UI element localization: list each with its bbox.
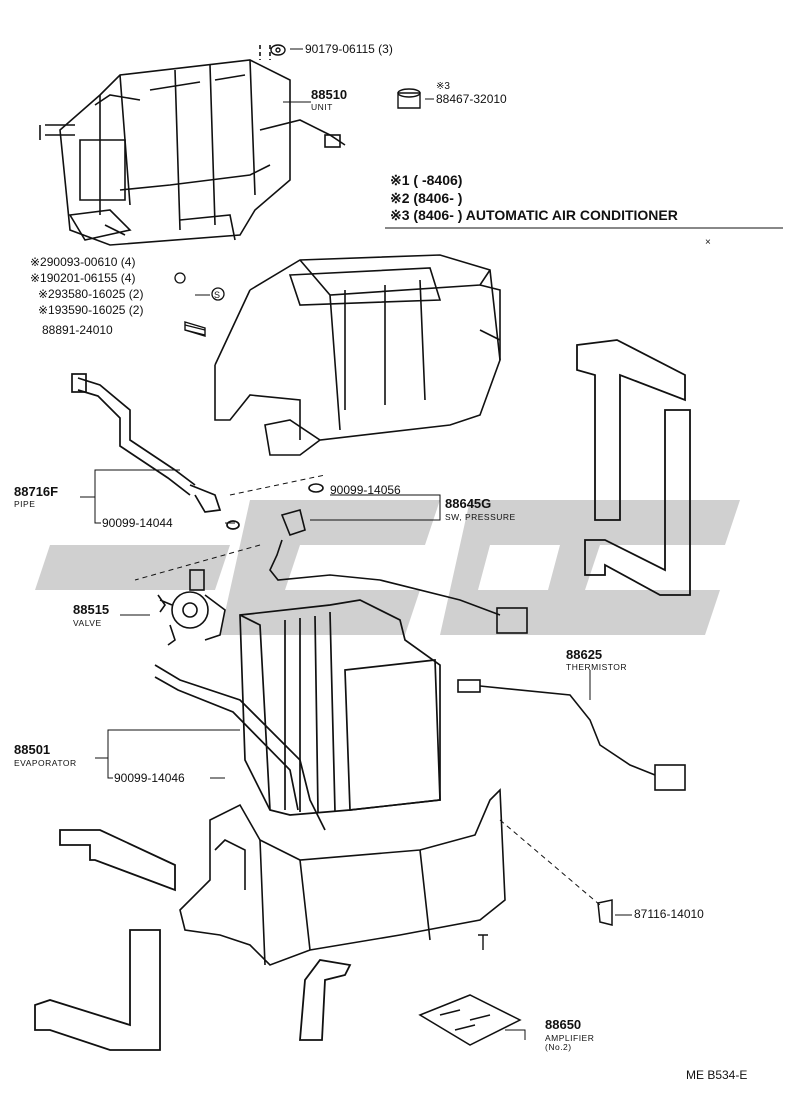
mark-dot: × xyxy=(705,237,711,248)
label-88501-number: 88501 xyxy=(14,742,51,757)
label-190201: ※190201-06155 (4) xyxy=(30,271,136,285)
label-87116: 87116-14010 xyxy=(634,907,704,921)
label-293580: ※293580-16025 (2) xyxy=(38,287,144,301)
label-88510-number: 88510 xyxy=(311,87,348,102)
label-88510-name: UNIT xyxy=(311,102,333,112)
leader-lines xyxy=(80,48,783,1040)
label-88650-sub: (No.2) xyxy=(545,1042,572,1052)
legend-row-1: ※1 ( -8406) xyxy=(390,172,463,188)
label-88645G-number: 88645G xyxy=(445,496,492,511)
label-90179: 90179-06115 (3) xyxy=(305,42,393,56)
ducts-right xyxy=(576,339,691,596)
clip-87116 xyxy=(597,899,613,926)
thermistor-88625-drawing xyxy=(457,679,686,791)
label-88467-mark: ※3 xyxy=(436,81,450,92)
label-88467: 88467-32010 xyxy=(436,92,507,106)
label-90099-14044: 90099-14044 xyxy=(102,516,173,530)
grommet-88467 xyxy=(397,88,421,109)
valve-88515-drawing xyxy=(157,569,226,646)
bolt-88891 xyxy=(184,321,206,337)
dashed-lines xyxy=(134,474,601,906)
label-88716F-number: 88716F xyxy=(14,484,59,499)
label-88625-name: THERMISTOR xyxy=(566,662,628,672)
label-88625-number: 88625 xyxy=(566,647,603,662)
unit-88510-drawing xyxy=(39,45,346,246)
upper-case-drawing xyxy=(214,254,501,456)
ducts-lower xyxy=(34,829,352,1051)
pressure-switch-88645G-drawing xyxy=(269,483,528,634)
pipe-88716F-drawing xyxy=(71,373,240,530)
svg-text:S: S xyxy=(214,290,220,300)
label-88891: 88891-24010 xyxy=(42,323,113,337)
lower-case-drawing xyxy=(179,788,506,966)
label-88515-name: VALVE xyxy=(73,618,102,628)
legend-row-3: ※3 (8406- ) AUTOMATIC AIR CONDITIONER xyxy=(390,207,678,223)
label-88650-name: AMPLIFIER xyxy=(545,1033,595,1043)
label-88716F-name: PIPE xyxy=(14,499,36,509)
label-290093: ※290093-00610 (4) xyxy=(30,255,136,269)
label-88515-number: 88515 xyxy=(73,602,110,617)
reference-code: ME B534-E xyxy=(686,1068,748,1082)
evaporator-88501-drawing xyxy=(154,599,441,831)
label-90099-14046: 90099-14046 xyxy=(114,771,185,785)
amplifier-88650-drawing xyxy=(418,994,522,1046)
washer-90179 xyxy=(270,44,286,56)
label-90099-14056: 90099-14056 xyxy=(330,483,401,497)
legend-row-2: ※2 (8406- ) xyxy=(390,190,463,206)
label-88501-name: EVAPORATOR xyxy=(14,758,77,768)
label-193590: ※193590-16025 (2) xyxy=(38,303,144,317)
label-88645G-name: SW, PRESSURE xyxy=(445,512,516,522)
screw-small xyxy=(478,934,488,950)
label-88650-number: 88650 xyxy=(545,1017,582,1032)
